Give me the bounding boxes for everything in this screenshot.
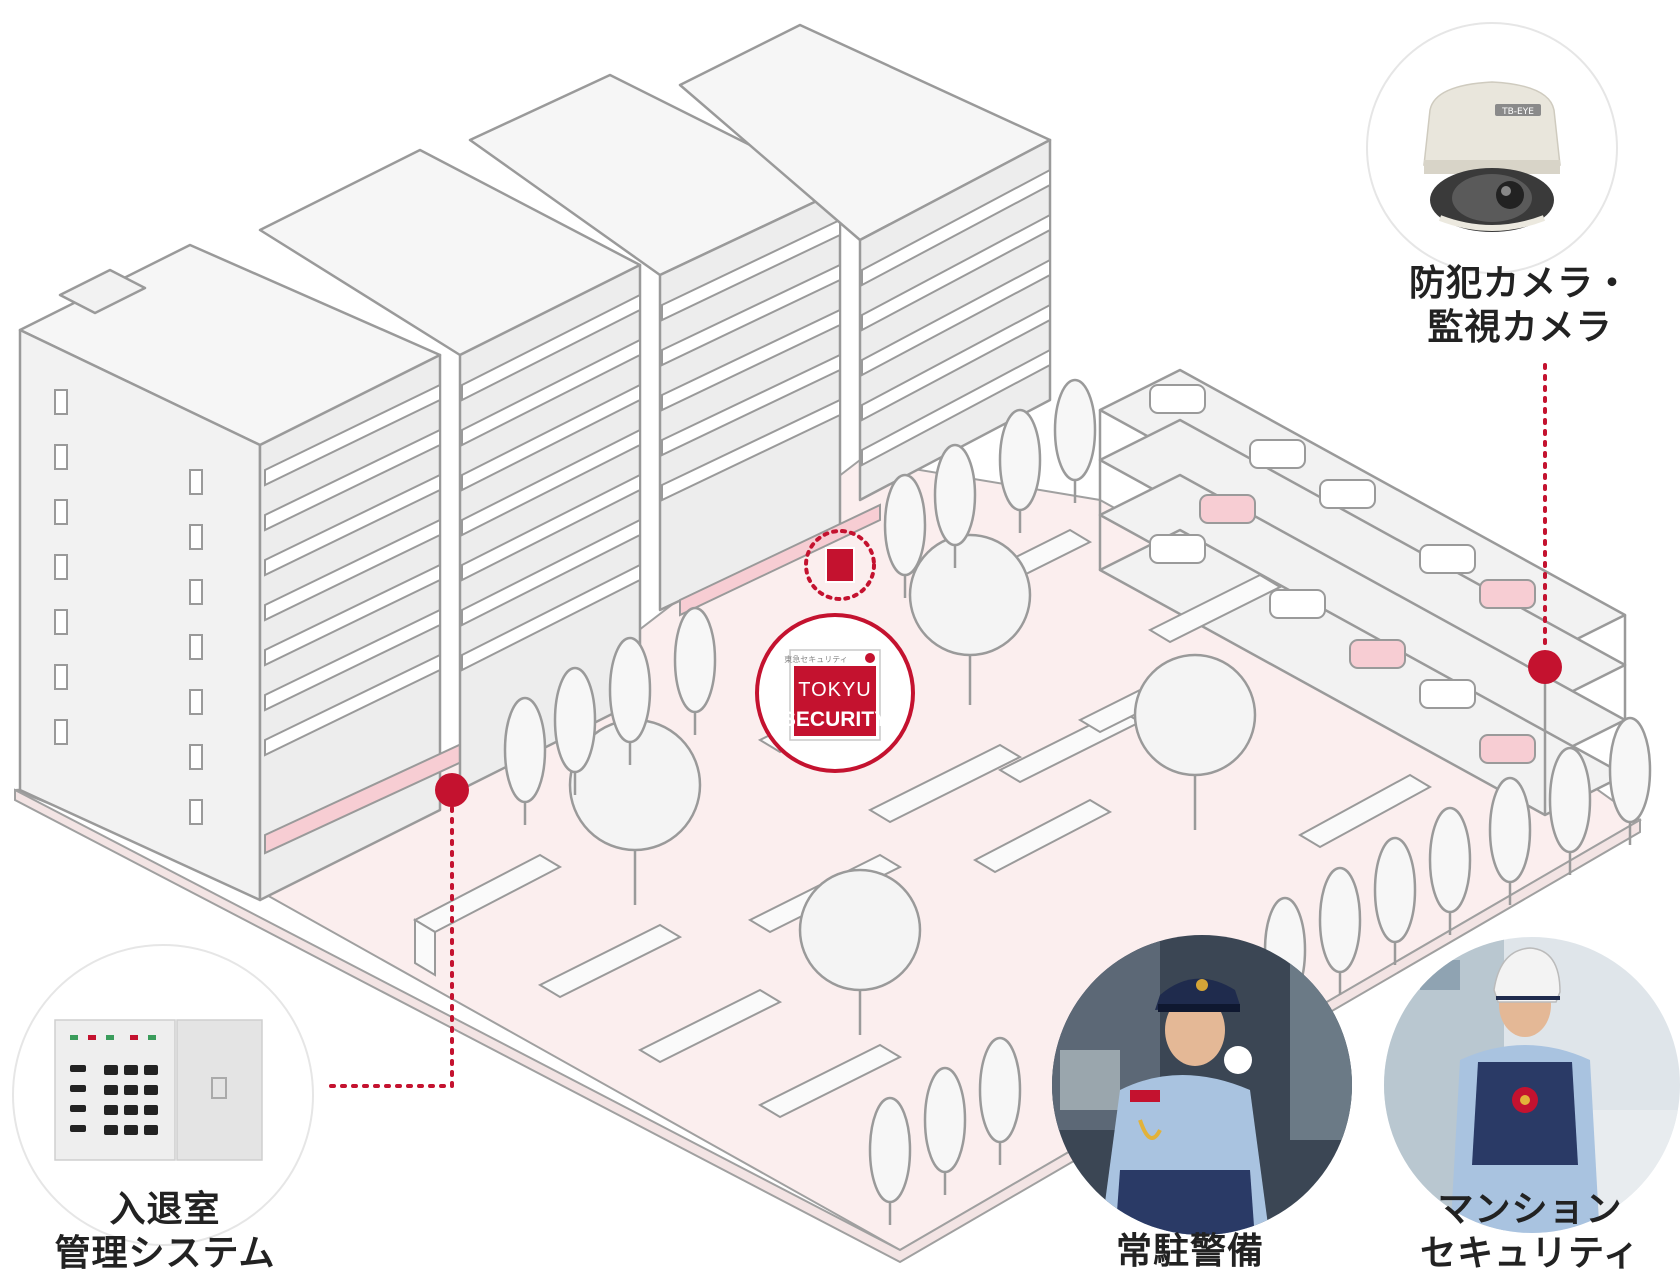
- building-3-entrance: [679, 503, 881, 617]
- building-sign: [825, 547, 855, 583]
- label-mansion-security: マンション セキュリティ: [1380, 1188, 1680, 1276]
- building-1-windows: [54, 389, 203, 825]
- hotspot-camera[interactable]: [1528, 650, 1562, 684]
- sign-line2: SECURITY: [782, 708, 888, 731]
- label-access-control-line2: 管理システム: [54, 1233, 276, 1274]
- building-2-balconies: [461, 293, 641, 672]
- label-security-camera: 防犯カメラ・ 監視カメラ: [1370, 262, 1670, 350]
- tokyu-security-callout: 東急セキュリティ TOKYU SECURITY: [755, 613, 915, 773]
- building-1-balconies: [264, 383, 441, 757]
- label-mansion-security-line1: マンション: [1437, 1189, 1623, 1230]
- building-3-balconies: [661, 218, 841, 502]
- hotspot-entrance[interactable]: [435, 773, 469, 807]
- building-4-balconies: [861, 168, 1051, 467]
- label-security-camera-line2: 監視カメラ: [1427, 307, 1613, 348]
- sign-top-text: 東急セキュリティ: [784, 654, 848, 664]
- large-trees: [568, 533, 1257, 1035]
- label-access-control-line1: 入退室: [109, 1189, 221, 1230]
- label-mansion-security-line2: セキュリティ: [1420, 1233, 1640, 1274]
- keypad-icon: [12, 944, 314, 1246]
- connector-access: [323, 806, 454, 1088]
- parked-cars: [1149, 384, 1536, 764]
- ground-edge: [14, 788, 1641, 1264]
- slim-trees: [503, 378, 1652, 1225]
- label-security-camera-line1: 防犯カメラ・: [1408, 263, 1631, 304]
- label-resident-guard-line1: 常駐警備: [1115, 1231, 1264, 1272]
- label-resident-guard: 常駐警備: [1080, 1230, 1300, 1274]
- dome-camera-icon: TB-EYE: [1366, 22, 1618, 274]
- camera-brand-text: TB-EYE: [1501, 107, 1534, 117]
- sign-highlight-ring: [804, 529, 876, 601]
- sign-line1: TOKYU: [798, 679, 872, 701]
- sign-logo-icon: [865, 653, 875, 663]
- label-access-control: 入退室 管理システム: [10, 1188, 320, 1276]
